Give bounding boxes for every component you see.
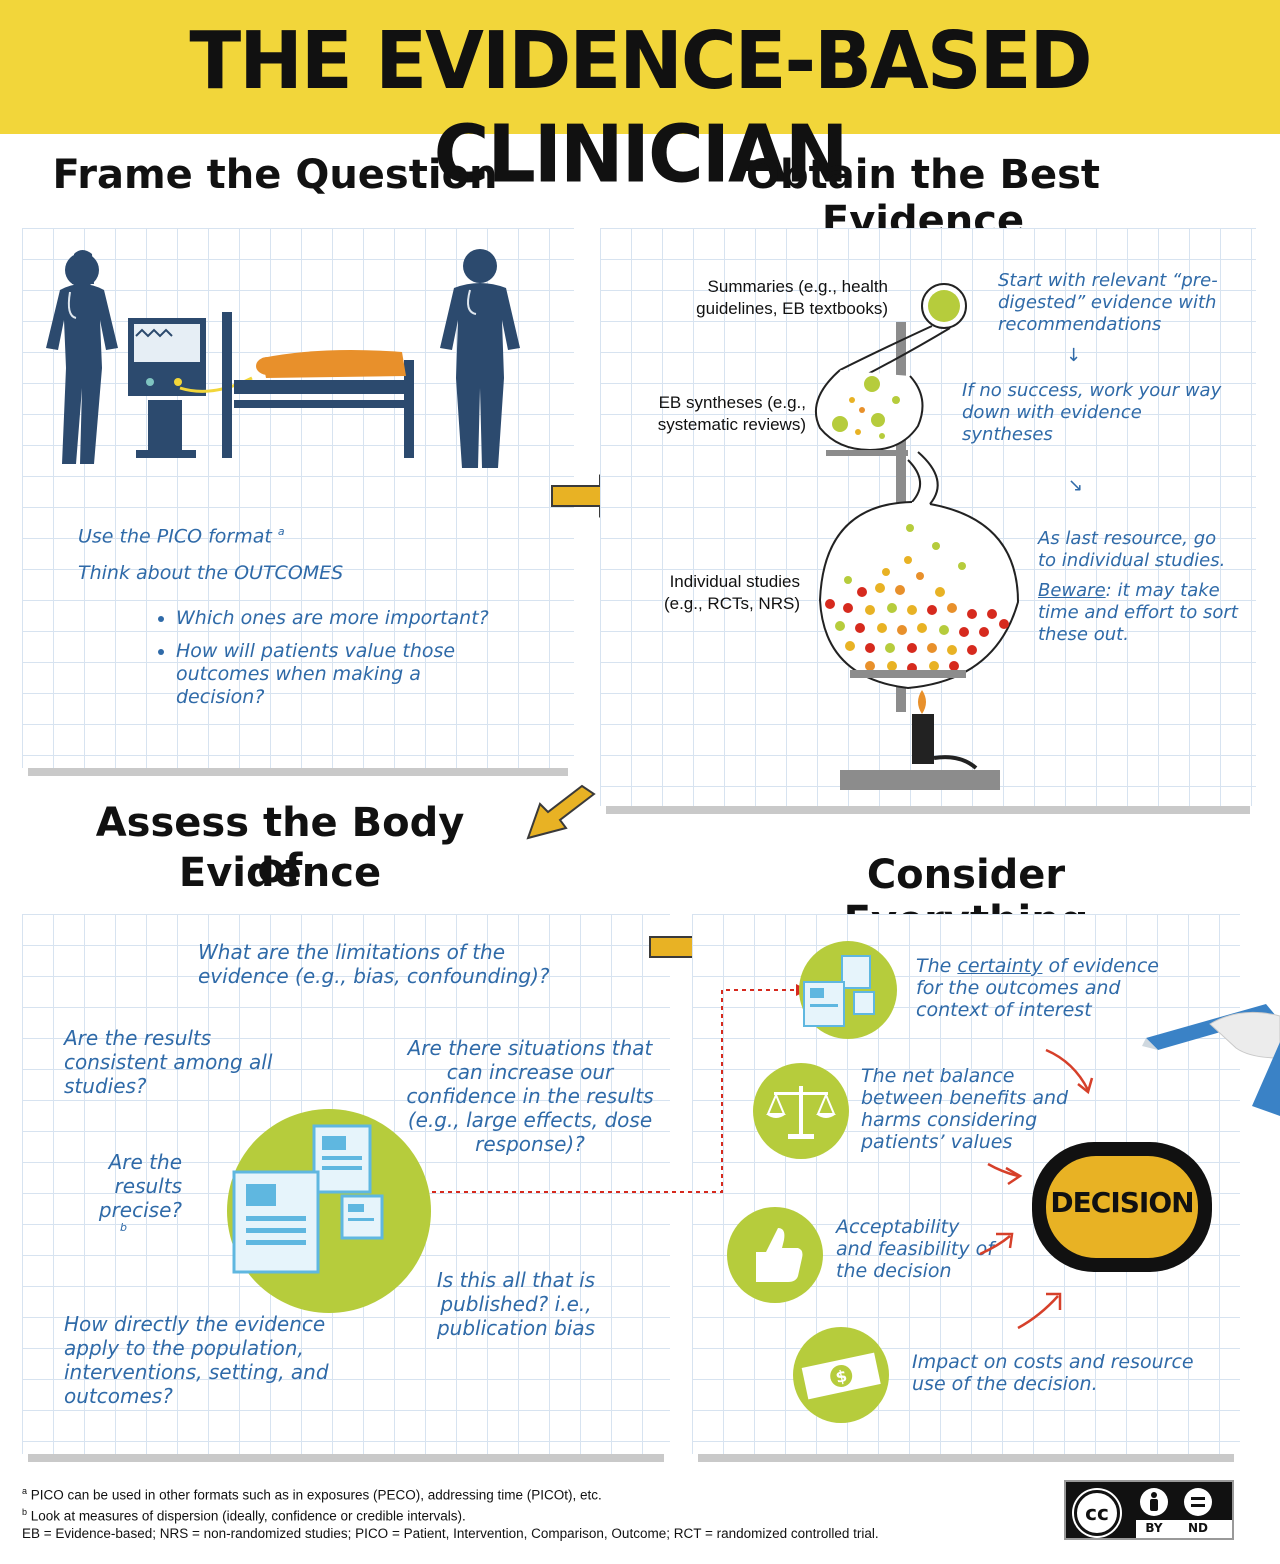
attribution-icon [1140,1488,1168,1516]
page-title: THE EVIDENCE-BASED CLINICIAN [189,13,1092,201]
svg-text:$: $ [834,1366,849,1387]
clinical-scene-illustration [46,249,520,468]
arrow-down-icon: ↓ [1066,345,1082,366]
thumbs-up-icon [727,1207,823,1303]
assess-question-publication-bias: Is this all that is published? i.e., pub… [436,1268,596,1340]
consider-certainty: The certainty of evidence for the outcom… [916,955,1159,1021]
certainty-word: certainty [957,955,1043,977]
beware-word: Beware [1038,580,1106,601]
arrow-down-icon: ↘ [1068,475,1084,496]
assess-panel [22,914,670,1454]
summaries-label: Summaries (e.g., health guidelines, EB t… [696,277,888,318]
obtain-note-individual: As last resource, go to individual studi… [1038,528,1226,571]
consider-costs: Impact on costs and resource use of the … [912,1351,1194,1395]
document-icon [232,1170,320,1274]
decision-label: DECISION [1050,1186,1194,1219]
flow-arrow-down-left-icon [526,784,596,840]
license-labels-bar [1136,1520,1232,1538]
cc-license-badge[interactable]: cc BY ND [1064,1480,1234,1540]
syntheses-label: EB syntheses (e.g., systematic reviews) [657,393,806,434]
beware-text: : it may take time and effort to sort th… [1038,580,1238,645]
red-arrows [979,1048,1094,1330]
assess-question-consistency: Are the results consistent among all stu… [64,1026,273,1098]
title-banner [0,0,1280,134]
obtain-note-beware: Beware: it may take time and effort to s… [1038,580,1238,646]
assess-title-line1: Assess the Body of [95,800,465,892]
cc-icon: cc [1074,1490,1120,1536]
license-nd-label: ND [1187,1521,1208,1535]
obtain-note-start: Start with relevant “pre-digested” evide… [998,270,1218,335]
pico-footnote-mark: a [277,525,285,538]
obtain-title: Obtain the Best Evidence [745,152,1101,244]
outcome-question-patient-values: How will patients value those outcomes w… [176,640,506,709]
outcome-question-importance: Which ones are more important? [176,607,506,630]
documents-icon [227,1109,431,1313]
evidence-flask-illustration [815,283,1020,790]
clinician-female-icon [46,250,118,464]
pico-text: Use the PICO format a [78,525,285,548]
no-derivatives-icon [1184,1488,1212,1516]
license-by-label: BY [1145,1521,1163,1535]
footnote-b: b Look at measures of dispersion (ideall… [22,1507,466,1524]
documents-icon [799,941,897,1039]
money-icon: $ [793,1327,889,1423]
assess-question-directness: How directly the evidence apply to the p… [64,1312,329,1408]
pen-icon [1142,1004,1280,1116]
synthesis-dots [832,376,900,439]
frame-title: Frame the Question [52,152,498,198]
individual-studies-label: Individual studies (e.g., RCTs, NRS) [663,572,800,613]
consider-acceptability: Acceptability and feasibility of the dec… [836,1216,994,1282]
clinician-male-icon [440,249,520,468]
assess-question-confidence: Are there situations that can increase o… [406,1036,654,1156]
assess-title-line2: Evidence [178,850,382,896]
balance-scale-icon [753,1063,849,1159]
document-icon [340,1194,384,1240]
assess-question-precision: Are the results precise? [98,1150,182,1222]
outcomes-text: Think about the OUTCOMES [78,562,344,584]
hospital-bed-icon [222,312,414,458]
document-icon [312,1124,372,1194]
monitor-icon [128,318,206,458]
obtain-note-syntheses: If no success, work your way down with e… [962,380,1222,445]
decision-badge [1032,1142,1212,1272]
consider-balance: The net balance between benefits and har… [861,1065,1069,1153]
footnote-abbreviations: EB = Evidence-based; NRS = non-randomize… [22,1526,879,1541]
precision-footnote-mark: b [120,1221,127,1234]
assess-question-limitations: What are the limitations of the evidence… [198,940,550,988]
outcome-questions-list: Which ones are more important? How will … [154,607,506,719]
footnote-a: a PICO can be used in other formats such… [22,1486,602,1503]
